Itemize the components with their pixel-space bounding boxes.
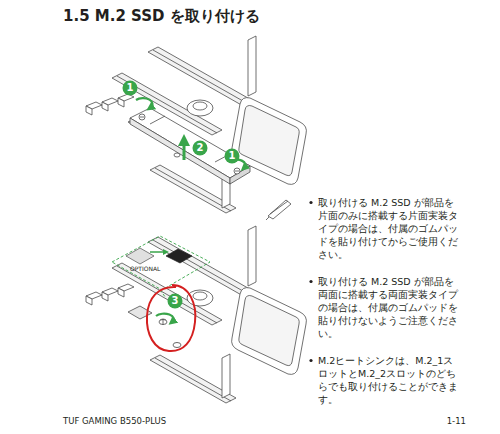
m2-heatsink bbox=[130, 108, 250, 184]
callout-circles bbox=[123, 81, 240, 164]
callout-number: 1 bbox=[123, 81, 137, 95]
optional-label: OPTIONAL bbox=[130, 265, 160, 272]
standoff-screw bbox=[159, 319, 181, 348]
section-title: 1.5 M.2 SSD を取り付ける bbox=[63, 7, 260, 26]
bullet-dot bbox=[309, 201, 312, 204]
bullet-dot bbox=[309, 280, 312, 283]
note-text: M.2ヒートシンクは、M.2_1スロットとM.2_2スロットのどちらでも取り付け… bbox=[318, 354, 460, 406]
callout-number: 2 bbox=[193, 141, 207, 155]
model-name: TUF GAMING B550-PLUS bbox=[63, 416, 166, 426]
callout-number: 1 bbox=[225, 149, 239, 163]
note-text: 取り付ける M.2 SSD が部品を両面に搭載する両面実装タイプの場合は、付属の… bbox=[318, 275, 460, 340]
note-text: 取り付ける M.2 SSD が部品を片面のみに搭載する片面実装タイプの場合は、付… bbox=[318, 196, 460, 261]
callout-circle bbox=[168, 294, 183, 309]
bullet-dot bbox=[309, 359, 312, 362]
note-icon bbox=[266, 200, 291, 220]
rubber-pad-inset bbox=[112, 236, 210, 298]
step-arrows bbox=[136, 98, 245, 168]
step-arrow bbox=[156, 314, 174, 322]
page-number: 1-11 bbox=[447, 416, 466, 426]
callout-number: 3 bbox=[168, 294, 182, 308]
red-hand-circle bbox=[147, 285, 195, 351]
